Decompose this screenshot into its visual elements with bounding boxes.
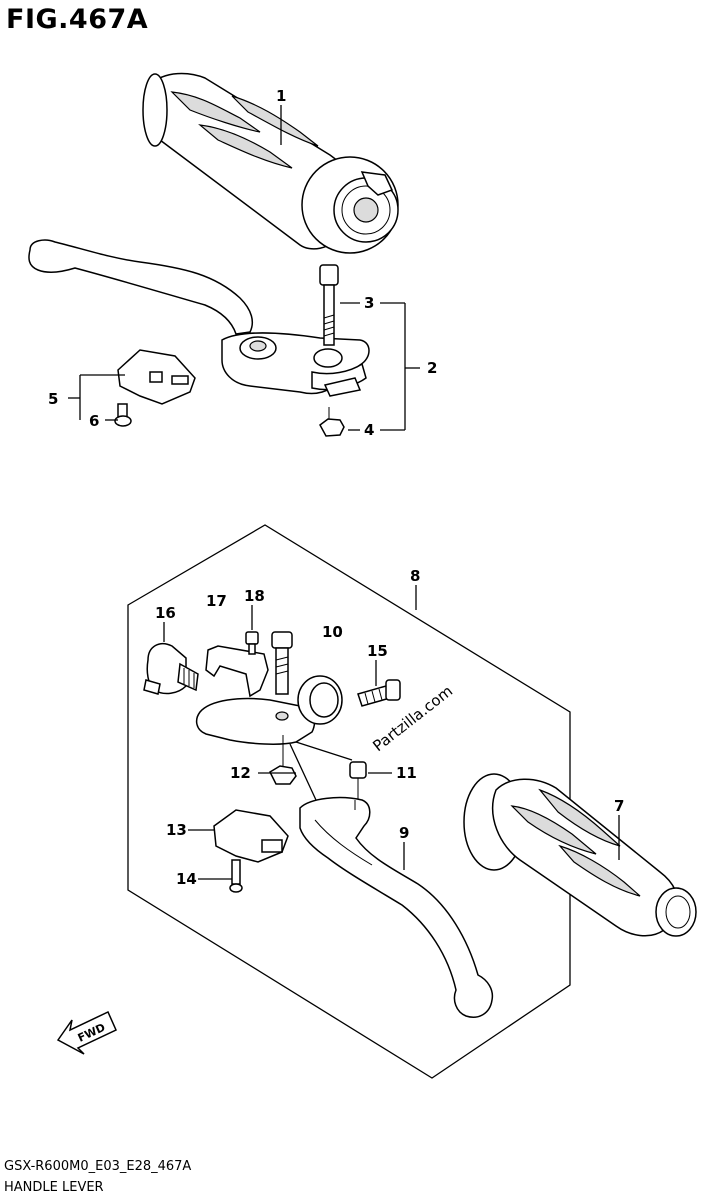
callout-12: 12 xyxy=(230,764,251,782)
upper-leader-lines xyxy=(68,105,420,431)
left-grip-part xyxy=(463,773,697,937)
bracket-part xyxy=(205,645,269,698)
lever-holder-part xyxy=(195,631,343,745)
callout-2: 2 xyxy=(427,359,437,377)
diagram-code: GSX-R600M0_E03_E28_467A xyxy=(4,1159,192,1174)
callout-1: 1 xyxy=(276,87,286,105)
callout-14: 14 xyxy=(176,870,197,888)
callout-4: 4 xyxy=(364,421,374,439)
callout-5: 5 xyxy=(48,390,58,408)
callout-13: 13 xyxy=(166,821,187,839)
nut-part-4 xyxy=(319,407,345,437)
callout-7: 7 xyxy=(614,797,624,815)
upper-lever-part xyxy=(28,239,370,397)
lower-lever-part xyxy=(299,796,494,1018)
callout-18: 18 xyxy=(244,587,265,605)
bolt-part-15 xyxy=(357,679,401,707)
callout-10: 10 xyxy=(322,623,343,641)
upper-switch-part xyxy=(117,349,196,405)
assembly-outline-part-8 xyxy=(127,524,571,1079)
throttle-grip-part xyxy=(142,72,399,254)
nut-part-12 xyxy=(269,735,297,785)
callout-15: 15 xyxy=(367,642,388,660)
figure-title: FIG.467A xyxy=(6,4,149,35)
callout-6: 6 xyxy=(89,412,99,430)
callout-8: 8 xyxy=(410,567,420,585)
callout-9: 9 xyxy=(399,824,409,842)
screw-part-14 xyxy=(229,859,243,893)
callout-17: 17 xyxy=(206,592,227,610)
callout-16: 16 xyxy=(155,604,176,622)
lower-leader-lines xyxy=(163,585,620,880)
lower-switch-part xyxy=(213,809,289,863)
bolt-part-18 xyxy=(245,631,259,655)
pivot-bolt-part xyxy=(319,264,339,346)
diagram-name: HANDLE LEVER xyxy=(4,1180,104,1195)
collar-part-11 xyxy=(349,761,367,800)
callout-3: 3 xyxy=(364,294,374,312)
screw-part-6 xyxy=(114,403,132,427)
forward-arrow-icon: FWD xyxy=(56,1010,117,1055)
adjuster-knob-part xyxy=(143,642,199,695)
callout-11: 11 xyxy=(396,764,417,782)
